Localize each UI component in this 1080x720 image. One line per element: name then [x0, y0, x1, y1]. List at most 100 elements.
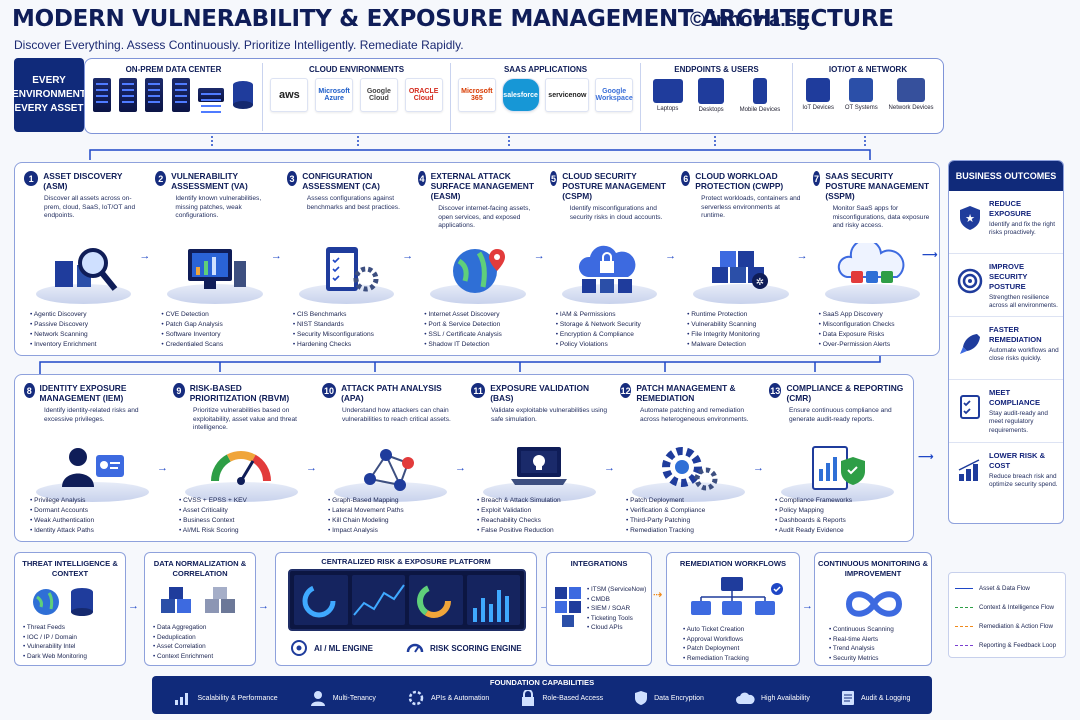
module-features: IAM & PermissionsStorage & Network Secur… [556, 310, 641, 350]
server-icon [93, 78, 112, 112]
feature-item: Passive Discovery [30, 320, 96, 330]
env-group-title: CLOUD ENVIRONMENTS [308, 65, 405, 74]
module-title: EXPOSURE VALIDATION (BAS) [490, 383, 590, 403]
module-features: Breach & Attack SimulationExploit Valida… [477, 496, 561, 536]
outcomes-title: BUSINESS OUTCOMES [949, 161, 1063, 191]
feature-item: Reachability Checks [477, 516, 561, 526]
module-description: Protect workloads, containers and server… [701, 195, 801, 220]
env-group-title: IOT/OT & NETWORK [828, 65, 908, 74]
arrow-right-icon: → [128, 600, 139, 612]
feature-item: Shadow IT Detection [424, 340, 502, 350]
document-icon [841, 691, 854, 705]
env-group-cloud: CLOUD ENVIRONMENTS aws Microsoft Azure G… [263, 63, 451, 131]
module-features: Graph-Based MappingLateral Movement Path… [328, 496, 404, 536]
module-description: Understand how attackers can chain vulne… [342, 407, 451, 423]
box-title: CENTRALIZED RISK & EXPOSURE PLATFORM [321, 557, 491, 566]
feature-item: Malware Detection [687, 340, 760, 350]
feature-item: False Positive Reduction [477, 526, 561, 536]
feature-item: Runtime Protection [687, 310, 760, 320]
clipboard-icon [298, 242, 395, 304]
svg-text:★: ★ [965, 213, 975, 225]
arrow-right-icon: → [139, 250, 151, 262]
threat-intel-box: THREAT INTELLIGENCE & CONTEXT Threat Fee… [14, 552, 126, 666]
google-workspace-logo: Google Workspace [595, 78, 634, 112]
env-group-iot: IOT/OT & NETWORK IoT Devices OT Systems … [793, 63, 943, 131]
foundation-item: Role-Based Access [520, 690, 603, 706]
module-title: CLOUD SECURITY POSTURE MANAGEMENT (CSPM) [562, 171, 667, 201]
feature-item: Verification & Compliance [626, 506, 705, 516]
dashboard-illustration [288, 569, 526, 631]
module-features: Agentic DiscoveryPassive DiscoveryNetwor… [30, 310, 97, 350]
step-number: 13 [769, 383, 782, 398]
feature-item: File Integrity Monitoring [687, 330, 760, 340]
module-title: EXTERNAL ATTACK SURFACE MANAGEMENT (EASM… [430, 171, 534, 201]
feature-item: SaaS App Discovery [819, 310, 895, 320]
server-icon [119, 78, 138, 112]
feature-item: Exploit Validation [477, 506, 561, 516]
remediation-list: Auto Ticket Creation Approval Workflows … [683, 625, 749, 663]
graph-icon [334, 440, 447, 502]
feature-item: CIS Benchmarks [293, 310, 374, 320]
module-description: Discover all assets across on-prem, clou… [44, 195, 136, 220]
module-title: ATTACK PATH ANALYSIS (APA) [341, 383, 442, 403]
arrow-right-icon: → [533, 250, 545, 262]
feature-item: NIST Standards [293, 320, 374, 330]
feature-item: Dashboards & Reports [775, 516, 852, 526]
network-device-icon: Network Devices [889, 78, 934, 111]
outcome-meet-compliance: MEET COMPLIANCE Stay audit-ready and mee… [949, 380, 1063, 443]
arrow-right-icon: → [157, 462, 168, 474]
module-title: SAAS SECURITY POSTURE MANAGEMENT (SSPM) [825, 171, 930, 201]
env-group-title: ON-PREM DATA CENTER [125, 65, 222, 74]
feature-item: Port & Service Detection [424, 320, 502, 330]
shield-star-icon: ★ [957, 205, 983, 231]
step-number: 2 [155, 171, 167, 186]
rocket-icon [957, 331, 983, 357]
desktop-icon: Desktops [698, 78, 725, 113]
feature-item: Audit Ready Evidence [775, 526, 852, 536]
cubes-icon [161, 587, 191, 613]
arrow-right-icon: ⟶ [922, 249, 938, 261]
page-title: MODERN VULNERABILITY & EXPOSURE MANAGEME… [12, 6, 894, 32]
mobile-icon: Mobile Devices [740, 78, 780, 113]
feature-item: IAM & Permissions [556, 310, 641, 320]
monitoring-list: Continuous Scanning Real-time Alerts Tre… [829, 625, 894, 663]
encryption-icon [635, 691, 648, 705]
environments-panel: ON-PREM DATA CENTER CLOUD ENVIRONMENTS a… [84, 58, 944, 134]
module-description: Assess configurations against benchmarks… [306, 195, 400, 211]
scalability-icon [174, 693, 188, 705]
module-features: SaaS App DiscoveryMisconfiguration Check… [819, 310, 895, 350]
step-number: 12 [620, 383, 632, 398]
module-title: COMPLIANCE & REPORTING (CMR) [786, 383, 904, 403]
monitoring-box: CONTINUOUS MONITORING & IMPROVEMENT Cont… [814, 552, 932, 666]
feature-item: Graph-Based Mapping [328, 496, 404, 506]
box-title: REMEDIATION WORKFLOWS [679, 559, 787, 568]
feature-item: Dormant Accounts [30, 506, 94, 516]
module-title: RISK-BASED PRIORITIZATION (RBVM) [189, 383, 290, 403]
salesforce-logo: salesforce [501, 78, 540, 112]
cloud-apps-icon [824, 238, 920, 304]
gauge-icon [406, 643, 424, 653]
feature-item: Third-Party Patching [626, 516, 705, 526]
module-description: Ensure continuous compliance and generat… [789, 407, 892, 423]
magnifier-icon [36, 242, 132, 304]
step-number: 3 [286, 171, 298, 186]
identity-icon [36, 440, 149, 502]
step-number: 4 [418, 171, 426, 186]
feature-item: Patch Deployment [626, 496, 705, 506]
central-platform-box: CENTRALIZED RISK & EXPOSURE PLATFORM AI … [275, 552, 537, 666]
integrations-box: INTEGRATIONS ITSM (ServiceNow) CMDB SIEM… [546, 552, 652, 666]
badge-line: EVERY ASSET [14, 103, 84, 114]
badge-line: EVERY [32, 75, 66, 86]
feature-item: Asset Criticality [179, 506, 247, 516]
lock-icon [522, 690, 535, 706]
feature-item: Identity Attack Paths [30, 526, 94, 536]
module-description: Monitor SaaS apps for misconfigurations,… [832, 205, 930, 230]
module-description: Identify misconfigurations and security … [569, 205, 663, 221]
outcome-lower-risk: LOWER RISK & COST Reduce breach risk and… [949, 443, 1063, 506]
cloud-lock-icon [561, 242, 658, 304]
brain-icon [291, 640, 307, 656]
env-connector [89, 136, 871, 160]
module-features: CVSS + EPSS + KEVAsset CriticalityBusine… [179, 496, 247, 536]
